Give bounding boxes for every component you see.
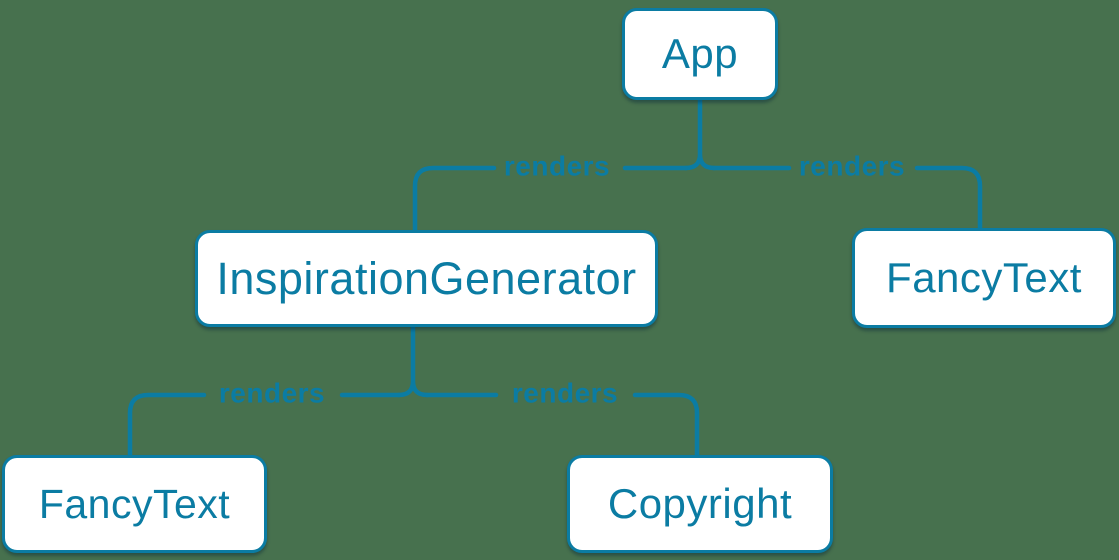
node-copyright: Copyright bbox=[567, 455, 833, 553]
edge-inspirationgenerator-to-fancytext bbox=[127, 392, 402, 458]
node-app: App bbox=[622, 8, 778, 100]
edge-label-inspirationgenerator-copyright: renders bbox=[511, 377, 619, 409]
edge-label-inspirationgenerator-fancytext: renders bbox=[218, 377, 326, 409]
edge-app-to-inspirationgenerator bbox=[412, 165, 689, 233]
node-inspiration-generator: InspirationGenerator bbox=[195, 230, 658, 327]
node-fancy-text-left: FancyText bbox=[2, 455, 267, 553]
edge-inspirationgenerator-to-copyright bbox=[424, 392, 700, 458]
edge-label-app-fancytext: renders bbox=[798, 150, 906, 182]
edge-app-to-fancytext bbox=[711, 165, 983, 231]
edge-app-stem bbox=[683, 97, 717, 171]
node-fancy-text-right: FancyText bbox=[852, 228, 1116, 328]
edge-label-app-inspirationgenerator: renders bbox=[503, 150, 611, 182]
edge-inspirationgenerator-stem bbox=[396, 324, 430, 398]
